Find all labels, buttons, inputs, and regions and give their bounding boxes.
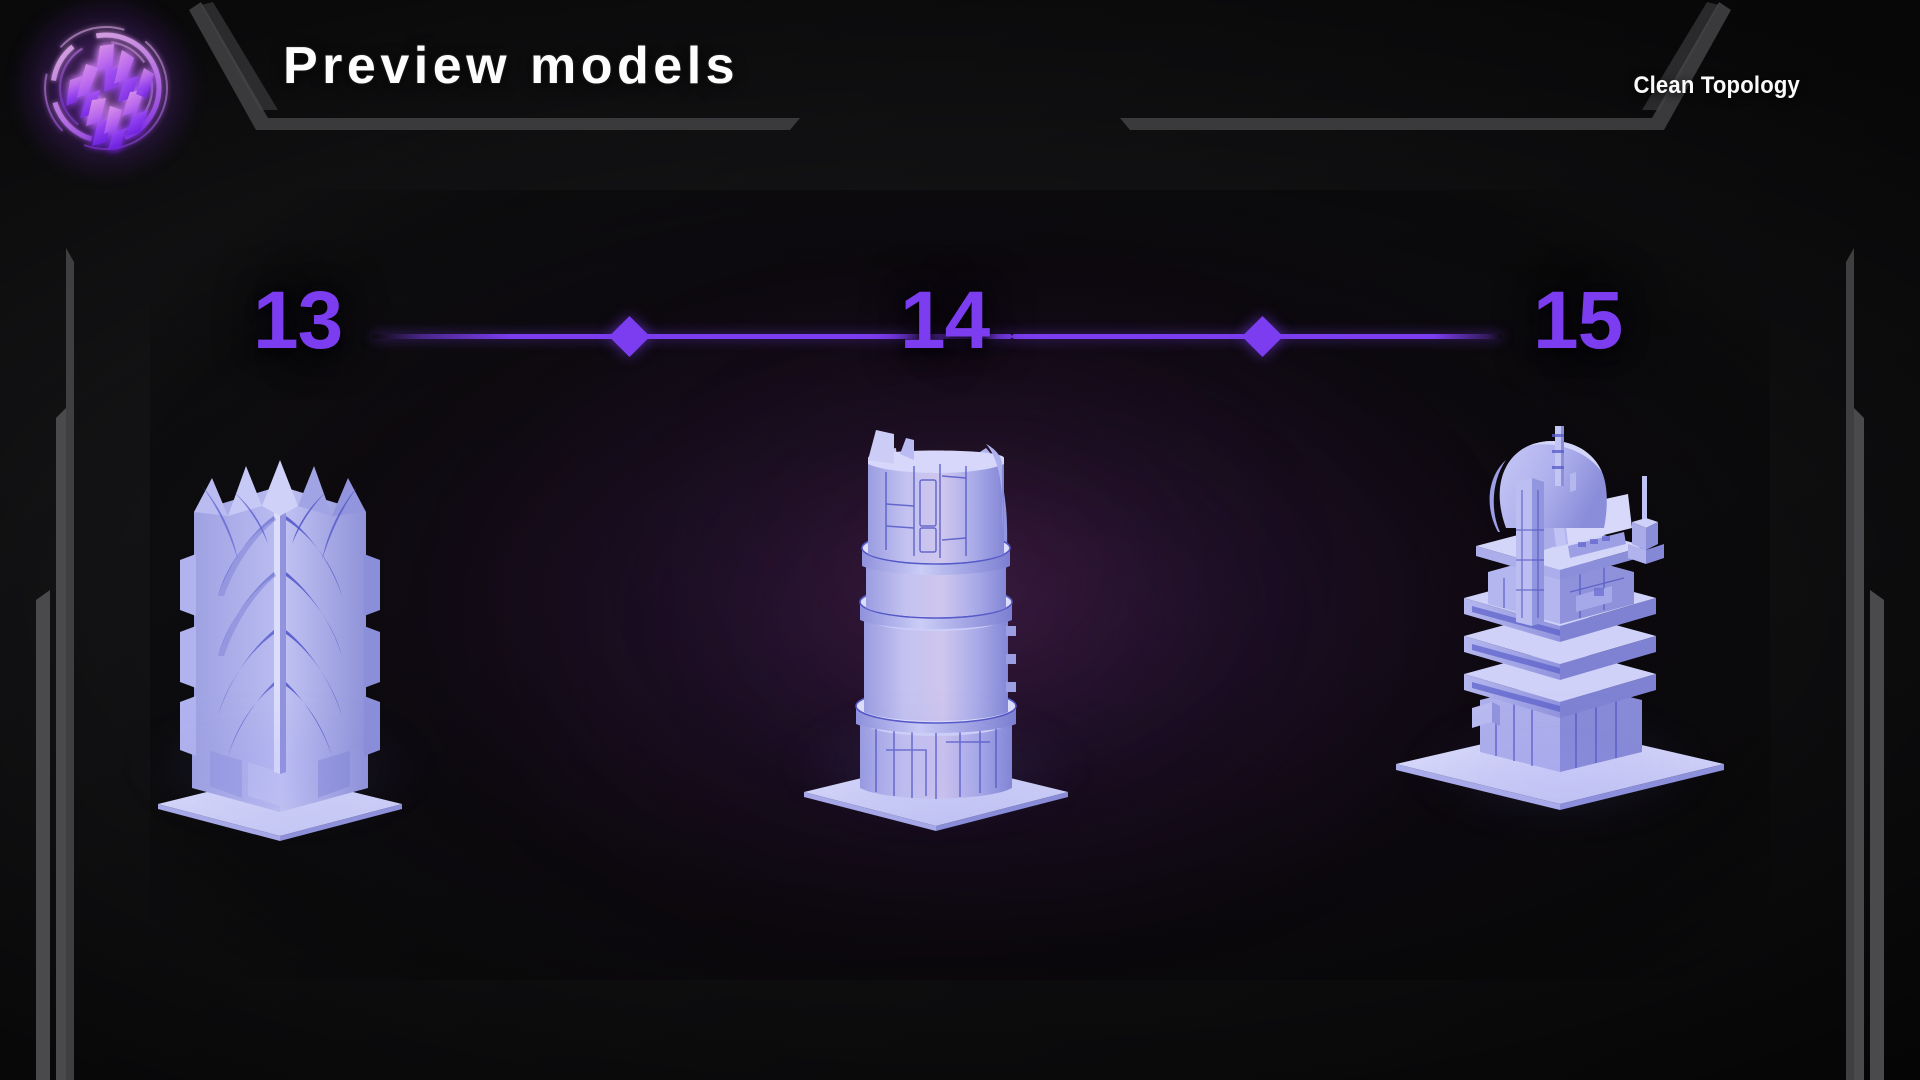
model-15-dome bbox=[1489, 441, 1607, 532]
timeline-label-15[interactable]: 15 bbox=[1533, 275, 1623, 366]
model-13-glow bbox=[130, 708, 430, 828]
model-14-cylinder-top bbox=[868, 450, 1004, 563]
model-preview-13[interactable] bbox=[130, 420, 430, 841]
model-14-panel-lines bbox=[885, 464, 967, 558]
model-13-render bbox=[158, 460, 402, 841]
logo-glyph bbox=[66, 44, 154, 150]
model-15-spine bbox=[1516, 478, 1544, 626]
model-15-side-bridge bbox=[1472, 702, 1500, 728]
model-preview-15[interactable] bbox=[1380, 420, 1740, 840]
model-13-shaft bbox=[194, 482, 366, 774]
timeline: 13 14 15 bbox=[0, 280, 1920, 400]
model-14-glow bbox=[785, 708, 1085, 828]
page-title: Preview models bbox=[283, 37, 740, 95]
timeline-label-13[interactable]: 13 bbox=[253, 275, 343, 366]
model-13-fins-left-highlight bbox=[218, 516, 276, 656]
model-preview-14[interactable] bbox=[785, 420, 1085, 840]
timeline-label-14[interactable]: 14 bbox=[900, 275, 990, 366]
model-13-fins-right bbox=[286, 516, 342, 756]
timeline-node-2[interactable] bbox=[1241, 315, 1284, 358]
model-14-notches bbox=[1006, 626, 1016, 692]
timeline-segment-1 bbox=[372, 334, 1012, 339]
header-tagline: Clean Topology bbox=[1633, 72, 1800, 99]
model-15-antennas bbox=[1552, 426, 1576, 492]
model-13-fins-left bbox=[218, 516, 274, 756]
model-15-render bbox=[1396, 426, 1724, 810]
timeline-node-1[interactable] bbox=[608, 315, 651, 358]
model-14-render bbox=[804, 430, 1068, 831]
logo-glow bbox=[16, 0, 196, 177]
model-15-mast bbox=[1628, 476, 1664, 564]
logo-mark bbox=[44, 26, 168, 150]
model-13-step-blocks bbox=[180, 554, 380, 756]
model-14-top-cut bbox=[868, 430, 1003, 530]
model-15-glow bbox=[1410, 708, 1710, 828]
neon-monogram-logo bbox=[16, 0, 196, 177]
model-13-crown bbox=[194, 460, 366, 560]
